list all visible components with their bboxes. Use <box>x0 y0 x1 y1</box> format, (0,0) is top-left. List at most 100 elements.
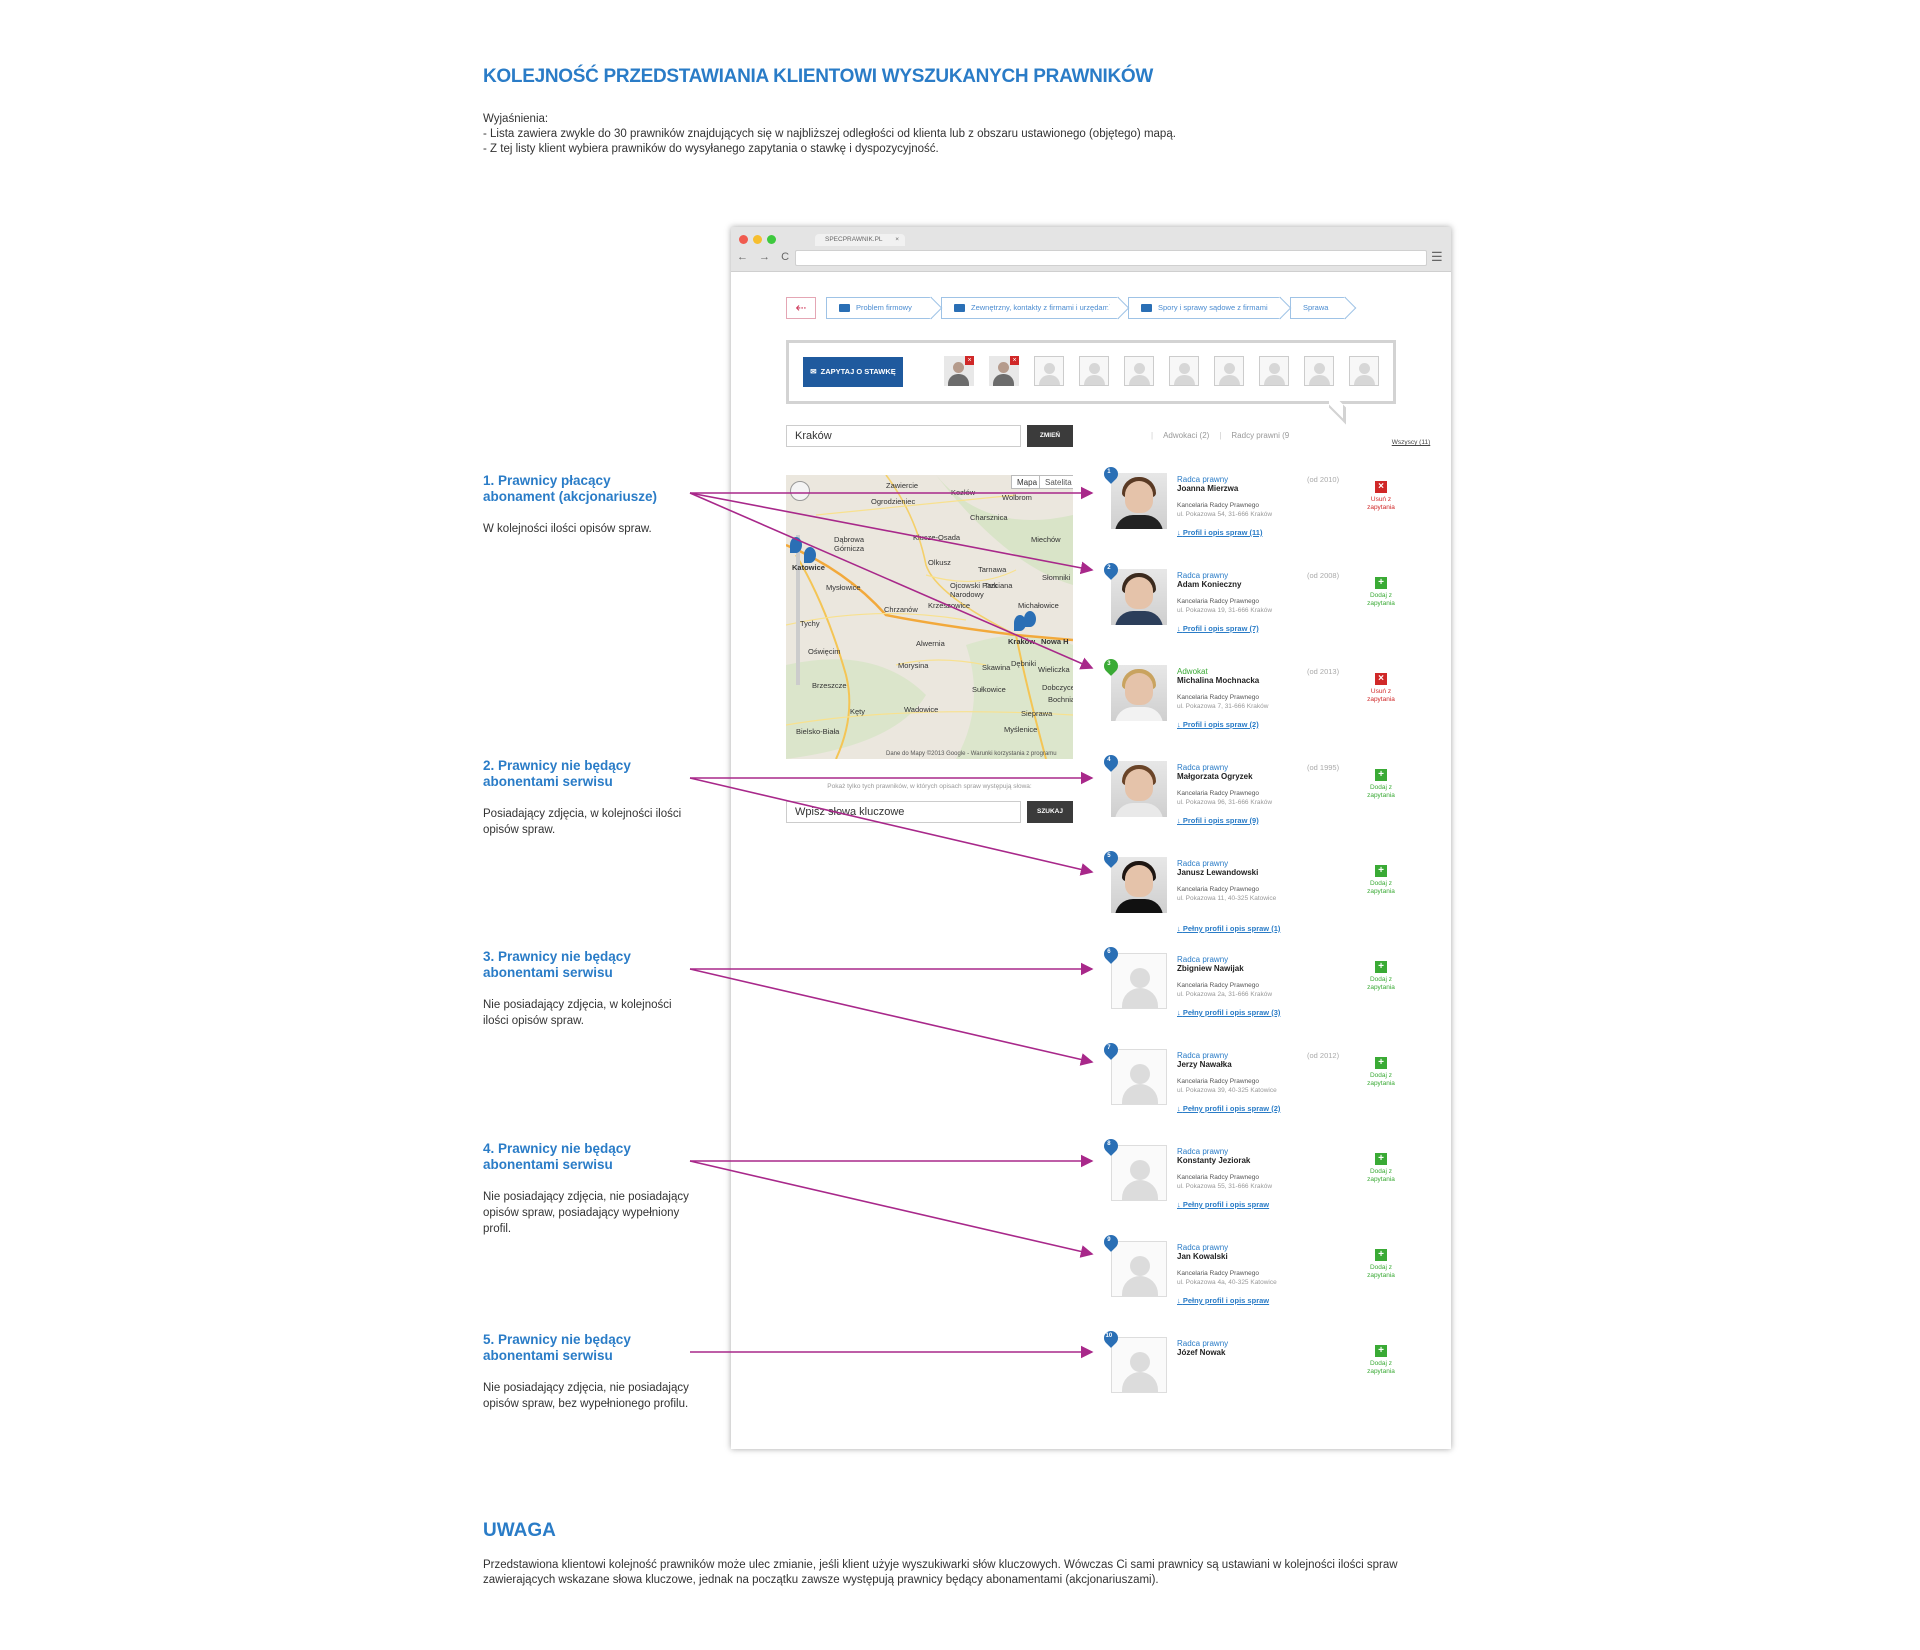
tab-close-icon[interactable]: × <box>895 236 899 243</box>
avatar-placeholder-icon[interactable] <box>1111 1049 1167 1105</box>
profile-link[interactable]: ↓ Profil i opis spraw (2) <box>1177 720 1259 729</box>
profile-link[interactable]: ↓ Pełny profil i opis spraw (1) <box>1177 924 1281 933</box>
annotation-heading: 3. Prawnicy nie będący abonentami serwis… <box>483 949 631 980</box>
lawyer-photo[interactable] <box>1111 665 1167 721</box>
lawyer-address: ul. Pokazowa 55, 31-666 Kraków <box>1177 1183 1273 1190</box>
remove-from-request-button[interactable]: ×Usuń z zapytania <box>1367 481 1395 511</box>
lawyer-photo[interactable] <box>1111 569 1167 625</box>
close-dot-icon[interactable] <box>739 235 748 244</box>
breadcrumb-item[interactable]: Problem firmowy <box>826 297 932 319</box>
add-to-request-button[interactable]: +Dodaj z zapytania <box>1367 961 1395 991</box>
city-input[interactable]: Kraków <box>786 425 1021 447</box>
lawyer-photo[interactable] <box>1111 857 1167 913</box>
profile-link[interactable]: ↓ Pełny profil i opis spraw (3) <box>1177 1008 1281 1017</box>
map-label: Dobczyce <box>1042 683 1073 692</box>
minimize-dot-icon[interactable] <box>753 235 762 244</box>
profile-link[interactable]: ↓ Profil i opis spraw (9) <box>1177 816 1259 825</box>
remove-from-request-button[interactable]: ×Usuń z zapytania <box>1367 673 1395 703</box>
lawyer-item: 10 Radca prawny Józef Nowak +Dodaj z zap… <box>1101 1328 1411 1417</box>
satellite-tab[interactable]: Satelita <box>1039 475 1073 489</box>
profile-link[interactable]: ↓ Profil i opis spraw (7) <box>1177 624 1259 633</box>
lawyer-item: 8 Radca prawny Konstanty Jeziorak Kancel… <box>1101 1136 1411 1225</box>
lawyer-address: ul. Pokazowa 2a, 31-666 Kraków <box>1177 991 1273 998</box>
profile-link[interactable]: ↓ Pełny profil i opis spraw <box>1177 1200 1270 1209</box>
breadcrumb-item[interactable]: Spory i sprawy sądowe z firmami <box>1128 297 1281 319</box>
selected-lawyer-thumb[interactable]: × <box>989 356 1019 386</box>
profile-link[interactable]: ↓ Pełny profil i opis spraw (2) <box>1177 1104 1281 1113</box>
url-bar[interactable] <box>795 250 1427 266</box>
filter-legal-advisers[interactable]: Radcy prawni (9 <box>1231 431 1290 440</box>
map-label: Tychy <box>800 619 820 628</box>
empty-slot <box>1259 356 1289 386</box>
map-pin-icon[interactable] <box>1024 611 1036 627</box>
map-label: Michałowice <box>1018 601 1059 610</box>
add-to-request-button[interactable]: +Dodaj z zapytania <box>1367 769 1395 799</box>
lawyer-name: Małgorzata Ogryzek <box>1177 772 1253 781</box>
zoom-slider[interactable] <box>796 535 800 685</box>
map-label: Dębniki <box>1011 659 1037 668</box>
request-panel: ✉ ZAPYTAJ O STAWKĘ × × <box>786 340 1396 404</box>
avatar-placeholder-icon[interactable] <box>1111 1241 1167 1297</box>
arrow <box>689 1160 1094 1258</box>
lawyer-firm: Kancelaria Radcy Prawnego <box>1177 982 1260 989</box>
remove-icon[interactable]: × <box>1010 356 1019 365</box>
breadcrumb-item[interactable]: Zewnętrzny, kontakty z firmami i urzędam… <box>941 297 1119 319</box>
add-to-request-button[interactable]: +Dodaj z zapytania <box>1367 1345 1395 1375</box>
lawyer-firm: Kancelaria Radcy Prawnego <box>1177 502 1260 509</box>
briefcase-icon <box>839 304 850 313</box>
change-button[interactable]: ZMIEŃ <box>1027 425 1073 447</box>
avatar-placeholder-icon[interactable] <box>1111 1337 1167 1393</box>
avatar-placeholder-icon[interactable] <box>1111 1145 1167 1201</box>
keyword-filter-note: Pokaż tylko tych prawników, w których op… <box>827 783 1032 790</box>
map-label: Skawina <box>982 663 1011 672</box>
filter-all[interactable]: Wszyscy (11) <box>1391 439 1431 446</box>
map-label: Wadowice <box>904 705 939 714</box>
add-to-request-button[interactable]: +Dodaj z zapytania <box>1367 865 1395 895</box>
menu-icon[interactable]: ☰ <box>1431 249 1443 264</box>
nav-arrows-icon[interactable]: ← → C <box>737 251 794 263</box>
add-to-request-button[interactable]: +Dodaj z zapytania <box>1367 1057 1395 1087</box>
browser-window: SPECPRAWNIK.PL × ← → C ☰ ⇠ Problem firmo… <box>731 227 1451 1449</box>
add-icon: + <box>1375 1057 1387 1069</box>
add-to-request-button[interactable]: +Dodaj z zapytania <box>1367 1249 1395 1279</box>
lawyer-role: Radca prawny <box>1177 571 1229 580</box>
map-label: Trzciana <box>984 581 1013 590</box>
remove-icon: × <box>1375 481 1387 493</box>
lawyer-name: Janusz Lewandowski <box>1177 868 1259 877</box>
pan-control-icon[interactable] <box>790 481 810 501</box>
arrow <box>689 777 1094 876</box>
map-pin-icon[interactable] <box>1014 615 1026 631</box>
lawyer-item: 5 Radca prawny Janusz Lewandowski Kancel… <box>1101 848 1411 937</box>
map-label: Bielsko-Biała <box>796 727 840 736</box>
annotation-desc: W kolejności ilości opisów spraw. <box>483 523 652 535</box>
add-icon: + <box>1375 865 1387 877</box>
map-label: Alwernia <box>916 639 945 648</box>
avatar-placeholder-icon[interactable] <box>1111 953 1167 1009</box>
annotation-desc: Posiadający zdjęcia, w kolejności ilości… <box>483 808 682 836</box>
map-label: Charsznica <box>970 513 1008 522</box>
add-to-request-button[interactable]: +Dodaj z zapytania <box>1367 577 1395 607</box>
ask-rate-button[interactable]: ✉ ZAPYTAJ O STAWKĘ <box>803 357 903 387</box>
map-pin-icon[interactable] <box>804 547 816 563</box>
back-arrow-icon[interactable]: ⇠ <box>786 297 816 319</box>
map-label: Dąbrowa Górnicza <box>834 535 865 553</box>
map-label: Klucze-Osada <box>913 533 961 542</box>
lawyer-item: 6 Radca prawny Zbigniew Nawijak Kancelar… <box>1101 944 1411 1033</box>
browser-tab[interactable]: SPECPRAWNIK.PL × <box>815 234 905 246</box>
profile-link[interactable]: ↓ Profil i opis spraw (11) <box>1177 528 1263 537</box>
map[interactable]: Mapa Satelita Zawiercie Ogrodzieniec Dąb… <box>786 475 1073 759</box>
explanations: Wyjaśnienia: - Lista zawiera zwykle do 3… <box>483 112 1176 157</box>
selected-lawyer-thumb[interactable]: × <box>944 356 974 386</box>
lawyer-photo[interactable] <box>1111 473 1167 529</box>
map-label: Myślenice <box>1004 725 1038 734</box>
lawyer-photo[interactable] <box>1111 761 1167 817</box>
breadcrumb-item[interactable]: Sprawa <box>1290 297 1346 319</box>
map-label: Wolbrom <box>1002 493 1032 502</box>
filter-advocates[interactable]: Adwokaci (2) <box>1163 431 1210 440</box>
search-button[interactable]: SZUKAJ <box>1027 801 1073 823</box>
maximize-dot-icon[interactable] <box>767 235 776 244</box>
add-to-request-button[interactable]: +Dodaj z zapytania <box>1367 1153 1395 1183</box>
profile-link[interactable]: ↓ Pełny profil i opis spraw <box>1177 1296 1270 1305</box>
remove-icon[interactable]: × <box>965 356 974 365</box>
lawyer-role: Radca prawny <box>1177 1051 1229 1060</box>
